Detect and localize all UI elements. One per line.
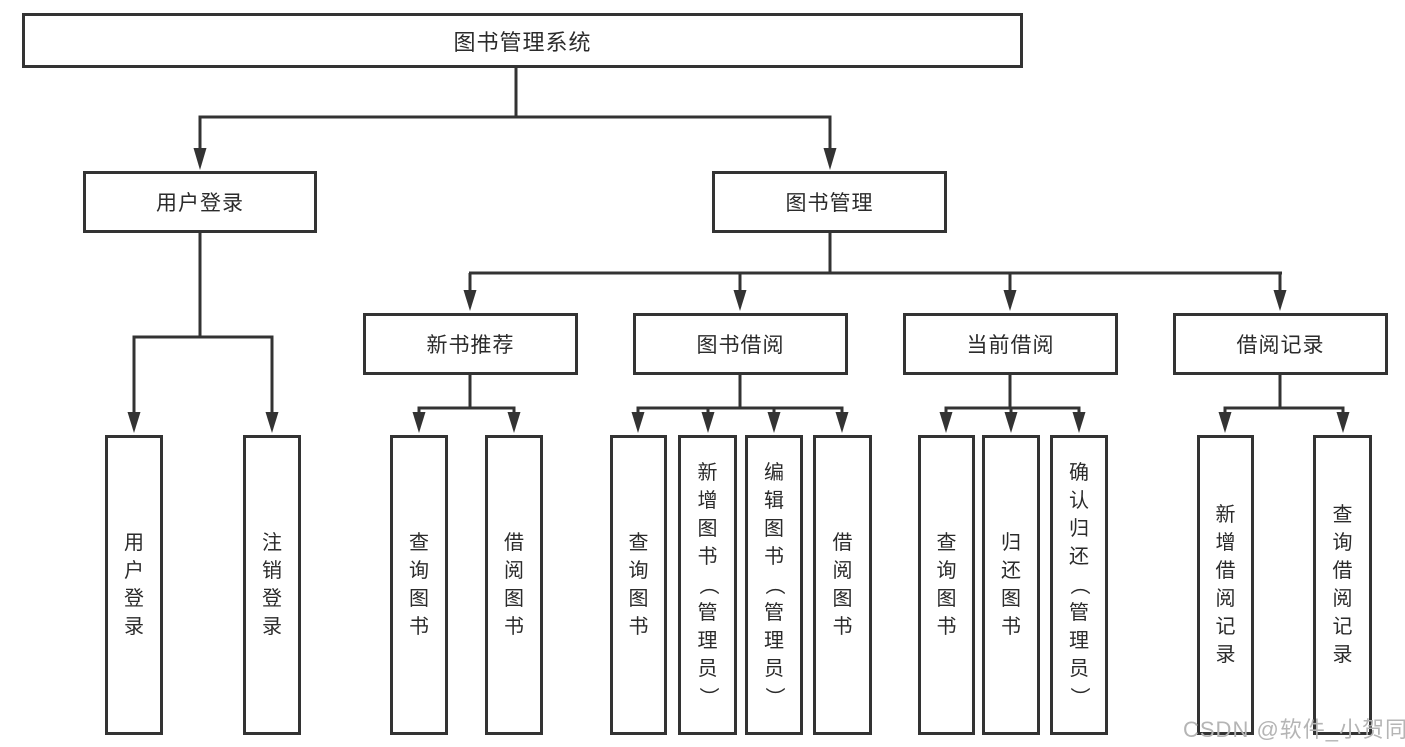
leaf-user-login: 用户登录 — [105, 435, 163, 735]
leaf-query-books-current: 查询图书 — [918, 435, 975, 735]
leaf-query-borrow-record: 查询借阅记录 — [1313, 435, 1372, 735]
leaf-borrow-books-recommend: 借阅图书 — [485, 435, 543, 735]
leaf-edit-books-admin: 编辑图书（管理员） — [745, 435, 803, 735]
node-new-book-recommend: 新书推荐 — [363, 313, 578, 375]
leaf-query-books-recommend: 查询图书 — [390, 435, 448, 735]
leaf-add-borrow-record: 新增借阅记录 — [1197, 435, 1254, 735]
arrowheads — [127, 148, 1350, 433]
node-library-management-system: 图书管理系统 — [22, 13, 1023, 68]
node-current-borrowing: 当前借阅 — [903, 313, 1118, 375]
leaf-add-books-admin: 新增图书（管理员） — [678, 435, 737, 735]
node-book-management: 图书管理 — [712, 171, 947, 233]
node-borrowing-records: 借阅记录 — [1173, 313, 1388, 375]
leaf-return-books: 归还图书 — [982, 435, 1040, 735]
leaf-query-books-borrowing: 查询图书 — [610, 435, 667, 735]
leaf-logout: 注销登录 — [243, 435, 301, 735]
csdn-watermark: CSDN @软件_小贺同学 — [1183, 717, 1405, 742]
leaf-borrow-books-borrowing: 借阅图书 — [813, 435, 872, 735]
leaf-confirm-return-admin: 确认归还（管理员） — [1050, 435, 1108, 735]
node-user-login: 用户登录 — [83, 171, 317, 233]
node-book-borrowing: 图书借阅 — [633, 313, 848, 375]
